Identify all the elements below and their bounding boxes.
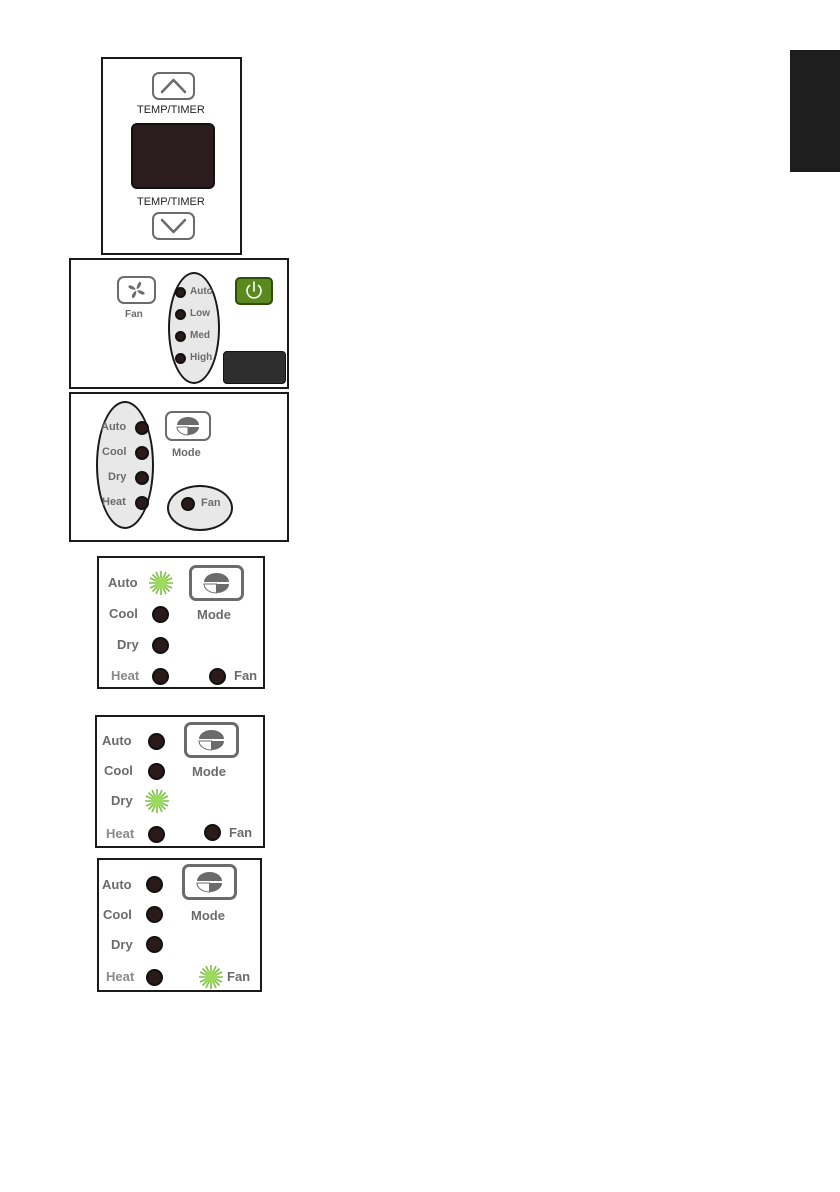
section-tab [790,50,840,172]
mode-auto-label: Auto [101,421,126,433]
fan-mode-oval [167,485,233,531]
mode-heat-label: Heat [106,826,134,841]
led-mode-dry [146,936,163,953]
mode-cool-label: Cool [104,763,133,778]
speed-auto-label: Auto [190,286,213,297]
led-auto [175,287,186,298]
led-mode-fan [204,824,221,841]
mode-icon [167,413,209,439]
speed-low-label: Low [190,308,210,319]
led-mode-cool [152,606,169,623]
led-mode-fan [209,668,226,685]
mode-icon [185,867,234,897]
led-mode-auto [135,421,149,435]
fan-speed-panel: Fan Auto Low Med High [69,258,289,389]
mode-auto-label: Auto [108,575,138,590]
chevron-up-icon [154,74,193,98]
power-icon [237,279,271,303]
led-high [175,353,186,364]
led-mode-heat [146,969,163,986]
temp-timer-up-label: TEMP/TIMER [137,104,205,116]
mode-dry-label: Dry [111,793,133,808]
temp-timer-panel: TEMP/TIMER TEMP/TIMER [101,57,242,255]
fan-mode-label: Fan [201,497,221,509]
mode-button-label: Mode [191,908,225,923]
mode-auto-label: Auto [102,733,132,748]
mode-icon [187,725,236,755]
mode-icon [192,568,241,598]
speed-med-label: Med [190,330,210,341]
led-active-glow [198,964,224,990]
mode-auto-label: Auto [102,877,132,892]
led-mode-heat [135,496,149,510]
led-mode-fan [181,497,195,511]
mode-button[interactable] [189,565,244,601]
mode-cool-label: Cool [109,606,138,621]
led-mode-auto [146,876,163,893]
led-mode-heat [152,668,169,685]
temp-up-button[interactable] [152,72,195,100]
led-mode-auto [148,733,165,750]
mode-dry-label: Dry [108,471,126,483]
led-mode-cool [146,906,163,923]
fan-icon [119,278,154,302]
led-active-glow [144,788,170,814]
mode-button-label: Mode [192,764,226,779]
mode-button-label: Mode [197,607,231,622]
led-mode-heat [148,826,165,843]
led-active-glow [148,570,174,596]
mode-dry-label: Dry [117,637,139,652]
fan-mode-label: Fan [229,825,252,840]
led-mode-dry [152,637,169,654]
temperature-display [131,123,215,189]
led-low [175,309,186,320]
mode-cool-label: Cool [103,907,132,922]
mode-panel-auto: Auto Cool Dry Heat Mode Fan [97,556,265,689]
power-button[interactable] [235,277,273,305]
mode-button-label: Mode [172,447,201,459]
mode-panel-fan: Auto Cool Dry Heat Mode Fan [97,858,262,992]
fan-button-label: Fan [125,309,143,320]
mode-panel-dry: Auto Cool Dry Heat Mode Fan [95,715,265,848]
fan-mode-label: Fan [234,668,257,683]
temp-timer-down-label: TEMP/TIMER [137,196,205,208]
remote-receiver-window [223,351,286,384]
mode-panel-overview: Auto Cool Dry Heat Mode Fan [69,392,289,542]
mode-button[interactable] [165,411,211,441]
mode-dry-label: Dry [111,937,133,952]
temp-down-button[interactable] [152,212,195,240]
mode-button[interactable] [184,722,239,758]
fan-mode-label: Fan [227,969,250,984]
chevron-down-icon [154,214,193,238]
led-mode-cool [135,446,149,460]
mode-cool-label: Cool [102,446,126,458]
mode-heat-label: Heat [102,496,126,508]
led-med [175,331,186,342]
speed-high-label: High [190,352,212,363]
fan-button[interactable] [117,276,156,304]
mode-button[interactable] [182,864,237,900]
mode-heat-label: Heat [111,668,139,683]
led-mode-dry [135,471,149,485]
mode-heat-label: Heat [106,969,134,984]
led-mode-cool [148,763,165,780]
